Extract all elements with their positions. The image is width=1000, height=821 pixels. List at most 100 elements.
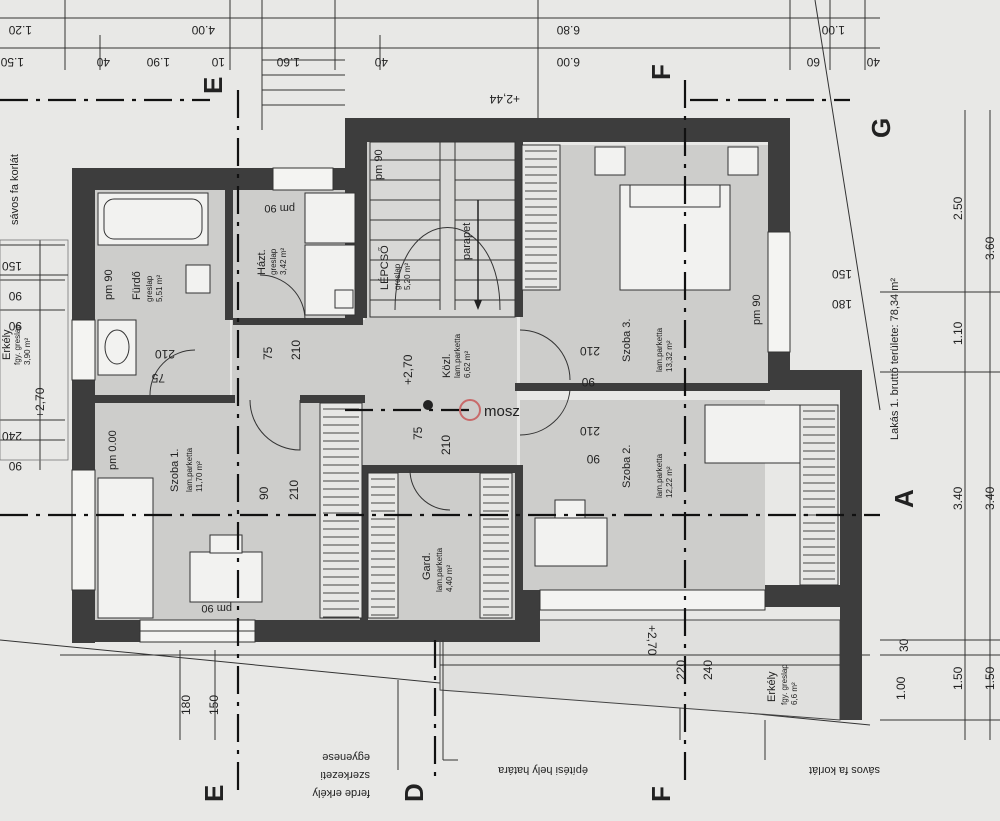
dim-left-level: +2,70 xyxy=(33,387,47,418)
dim-top-60: 60 xyxy=(806,55,820,69)
szoba2-dim-210: 210 xyxy=(580,424,600,438)
szoba1-dim-210: 210 xyxy=(287,480,301,500)
dim-bottom-level: +2,70 xyxy=(645,625,659,656)
top-dimension-labels: 1.20 4.00 6.80 1.00 1.50 40 1.90 10 1.60… xyxy=(0,23,880,106)
dim-top-1-20: 1.20 xyxy=(8,23,32,37)
room-kozl: Közl. lam.parketta 6,62 m² +2,70 75 210 xyxy=(401,333,472,455)
lepcso-floor: greslap xyxy=(393,263,402,290)
dim-top-4-00: 4.00 xyxy=(191,23,215,37)
room-erkely-right: Erkély fgy. greslap 6,6 m² xyxy=(766,664,799,705)
annotations: sávos fa korlát ferde erkély szerkezeti … xyxy=(9,154,880,799)
kozl-name: Közl. xyxy=(441,354,453,378)
szoba2-floor: lam.parketta xyxy=(655,453,664,498)
dim-left-90-a: 90 xyxy=(8,289,22,303)
room-gard: Gard. lam.parketta 4,40 m² xyxy=(421,547,454,592)
dim-right-3-40-a: 3.40 xyxy=(951,486,965,510)
szoba3-floor: lam.parketta xyxy=(655,327,664,372)
windows xyxy=(71,167,791,643)
section-label-f-top: F xyxy=(646,64,676,80)
note-ferde-erkely-1: ferde erkély xyxy=(312,787,370,799)
dim-left-90-c: 90 xyxy=(8,319,22,333)
erkely-right-name: Erkély xyxy=(766,671,778,702)
szoba1-area: 11,70 m² xyxy=(195,461,204,492)
note-savos-fa-korlat-bottom: sávos fa korlát xyxy=(809,764,880,776)
kozl-dim-75: 75 xyxy=(411,426,425,440)
szoba1-dim-90: 90 xyxy=(257,486,271,500)
dim-top-10: 10 xyxy=(211,55,225,69)
haztart-dim-75: 75 xyxy=(261,346,275,360)
watermark-text: mosz xyxy=(484,403,520,420)
erkely-left-area: 3,90 m² xyxy=(23,338,32,365)
furdo-dim-210: 210 xyxy=(155,347,175,361)
dim-bottom-150: 150 xyxy=(207,695,221,715)
szoba1-pm-90: pm 90 xyxy=(201,602,232,614)
furdo-dim-75: 75 xyxy=(151,371,165,385)
haztart-area: 3,42 m² xyxy=(279,248,288,275)
dim-bottom-240: 240 xyxy=(701,660,715,680)
dim-right-3-40-b: 3.40 xyxy=(983,486,997,510)
section-label-d: D xyxy=(399,783,429,802)
lepcso-area: 5,20 m² xyxy=(403,263,412,290)
lepcso-pm: pm 90 xyxy=(373,149,385,180)
kozl-area: 6,62 m² xyxy=(463,351,472,378)
section-label-a: A xyxy=(889,489,919,508)
dim-right-1-00: 1.00 xyxy=(894,676,908,700)
szoba2-name: Szoba 2. xyxy=(621,445,633,488)
room-haztart: Házt. greslap 3,42 m² pm 90 75 210 xyxy=(256,202,303,360)
erkely-right-floor: fgy. greslap xyxy=(780,664,789,705)
gross-area-title: Lakás 1. bruttó területe: 78,34 m² xyxy=(889,278,901,440)
erkely-right-area: 6,6 m² xyxy=(790,682,799,705)
bathroom-fixtures xyxy=(97,192,356,376)
szoba3-pm: pm 90 xyxy=(751,294,763,325)
lepcso-name: LÉPCSŐ xyxy=(377,245,391,290)
room-lepcso: LÉPCSŐ greslap 5,20 m² parapet pm 90 xyxy=(373,149,473,290)
dim-bottom-220: 220 xyxy=(674,660,688,680)
dim-right-30: 30 xyxy=(897,638,911,652)
dim-right-3-60: 3.60 xyxy=(983,236,997,260)
dim-right-1-50-a: 1.50 xyxy=(951,666,965,690)
note-epitesi-hely: építési hely határa xyxy=(497,764,588,776)
furniture xyxy=(97,146,801,619)
note-ferde-erkely-2: szerkezeti xyxy=(320,769,370,781)
lepcso-parapet: parapet xyxy=(461,223,473,260)
furdo-pm: pm 90 xyxy=(103,269,115,300)
bottom-dimension-labels: 180 150 220 240 +2,70 xyxy=(179,625,715,715)
dim-top-40-b: 40 xyxy=(374,55,388,69)
dim-right-2-50: 2.50 xyxy=(951,196,965,220)
top-dimension-lines xyxy=(0,0,881,411)
room-furdo: Fürdő greslap 5,51 m² pm 90 75 210 xyxy=(103,269,175,385)
kozl-level: +2,70 xyxy=(401,354,415,385)
kozl-floor: lam.parketta xyxy=(453,333,462,378)
szoba3-dim-180: 180 xyxy=(832,297,852,311)
dim-right-1-10: 1.10 xyxy=(951,321,965,345)
dim-top-1-00: 1.00 xyxy=(821,23,845,37)
note-ferde-erkely-3: egyenese xyxy=(322,751,370,763)
right-dimension-lines xyxy=(880,110,1000,740)
room-szoba3: Szoba 3. lam.parketta 13,32 m² pm 90 90 … xyxy=(580,267,852,389)
gard-area: 4,40 m² xyxy=(445,565,454,592)
haztart-dim-210: 210 xyxy=(289,340,303,360)
dim-top-6-00: 6.00 xyxy=(556,55,580,69)
szoba1-floor: lam.parketta xyxy=(185,447,194,492)
room-szoba2: Szoba 2. lam.parketta 12,22 m² 90 210 xyxy=(580,424,674,498)
erkely-left-name: Erkély xyxy=(1,329,13,360)
gard-name: Gard. xyxy=(421,552,433,580)
dim-top-40-c: 40 xyxy=(866,55,880,69)
balcony-left-hatch xyxy=(0,239,69,461)
szoba3-dim-90: 90 xyxy=(581,375,595,389)
left-dimension-labels: 150 90 90 +2,70 240 90 pm 0.00 xyxy=(2,259,119,473)
dim-top-40-a: 40 xyxy=(96,55,110,69)
section-label-g: G xyxy=(866,118,896,138)
szoba1-pm-zero: pm 0.00 xyxy=(107,430,119,470)
doors xyxy=(149,274,571,511)
dim-bottom-180: 180 xyxy=(179,695,193,715)
szoba2-area: 12,22 m² xyxy=(665,466,674,498)
dim-left-150: 150 xyxy=(2,259,22,273)
dim-right-1-50-b: 1.50 xyxy=(983,666,997,690)
gard-floor: lam.parketta xyxy=(435,547,444,592)
section-label-e-top: E xyxy=(198,77,228,94)
section-label-f-bottom: F xyxy=(646,786,676,802)
left-dimension-lines xyxy=(0,240,65,470)
haztart-name: Házt. xyxy=(256,249,268,275)
